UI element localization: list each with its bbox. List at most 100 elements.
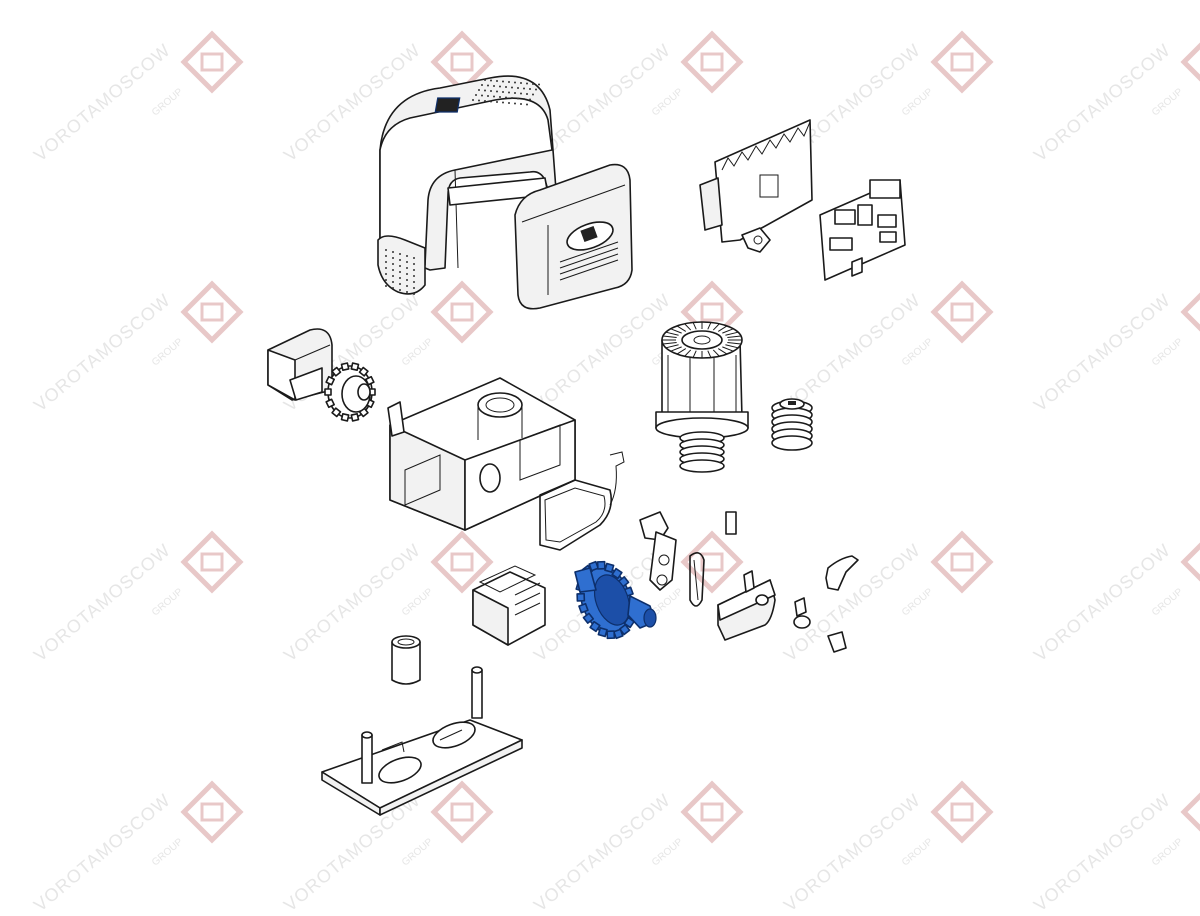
release-key[interactable] [793,555,859,653]
cover-vent-dot [484,89,486,92]
motor-worm-ring [679,459,725,473]
cover-vent-dot [523,98,525,100]
cover-vent-dot [406,291,408,293]
cover-vent-dot [493,95,495,98]
motor-fin [725,344,739,349]
encoder-lever[interactable] [639,511,737,591]
motor-fin [665,344,679,349]
cover-vent-dot [413,293,415,295]
cover-vent-dot [399,283,401,285]
cover-vent-dot [385,279,387,281]
pinion-tooth [340,412,350,422]
cover-vent-dot [505,96,507,99]
cover-vent-dot [538,83,540,86]
cover-vent-dot [385,261,387,263]
motor-fin [676,348,687,355]
worm-slot [788,401,796,405]
cover-vent-dot [478,99,480,102]
cover-vent-dot [399,265,401,267]
bushing[interactable] [391,635,421,685]
motor-fin [684,349,692,357]
pinion-tooth [324,388,332,396]
gear-cover[interactable] [267,328,333,401]
cover-vent-dot [502,101,504,104]
cover-vent-dot [406,267,408,269]
cover-vent-dot [385,273,387,275]
control-cover[interactable] [514,163,633,310]
worm-wheel[interactable] [571,558,657,642]
worm-wheel-tooth [604,562,615,573]
cover-vent-dot [392,275,394,277]
motor-fin [670,346,682,352]
cover-vent-dot [520,92,522,95]
cover-vent-dot [481,84,483,86]
cover-vent-dot [502,91,504,93]
cover-vent-dot [392,263,394,265]
board-bracket[interactable] [699,119,813,253]
cover-vent-dot [484,100,486,102]
cover-vent-dot [392,251,394,253]
cover-vent-dot [496,101,498,103]
motor-fin [712,323,720,331]
release-door[interactable] [717,570,776,641]
foundation-plate[interactable] [321,666,523,816]
cover-vent-dot [481,94,483,97]
motor-fin [725,331,739,336]
cover-vent-dot [399,271,401,273]
motor-fin [662,335,677,339]
cover-vent-dot [472,99,474,101]
cover-vent-dot [532,93,534,96]
gasket[interactable] [539,451,625,551]
cover-vent-dot [399,259,401,261]
motor-fin [662,341,677,345]
motor-fin [717,325,728,332]
worm-screw[interactable] [771,398,813,451]
cover-vent-dot [526,82,528,85]
cover[interactable] [377,75,557,295]
motor-fin [692,322,697,330]
drive-pinion[interactable] [324,362,376,422]
control-board[interactable] [819,179,906,281]
cover-vent-dot [493,85,495,87]
cover-vent-dot [529,98,531,101]
cover-vent-dot [399,253,401,255]
motor-fin [707,350,712,358]
cover-vent-dot [496,80,498,82]
cover-vent-dot [511,86,513,89]
cover-vent-dot [520,82,522,84]
worm-wheel-tooth [589,620,601,633]
pinion-tooth [325,398,335,409]
cover-vent-dot [520,103,522,105]
cover-vent-dot [413,287,415,289]
motor[interactable] [655,321,749,473]
cover-vent-dot [505,86,507,88]
motor-fin [727,341,742,345]
worm-wheel-tooth [606,630,616,640]
cover-vent-dot [529,88,531,90]
motor-fin [684,323,692,331]
cover-vent-dot [487,95,489,97]
transformer[interactable] [472,565,546,646]
motor-fin [722,328,734,334]
motor-fin [692,350,697,358]
spring[interactable] [689,552,705,607]
pinion-tooth [331,366,342,377]
cover-vent-dot [535,88,537,91]
cover-vent-dot [526,93,528,95]
gearbox-housing[interactable] [387,377,576,531]
pinion-tooth [325,375,335,386]
pinion-tooth [350,362,360,372]
cover-vent-dot [532,83,534,85]
cover-vent-dot [490,100,492,103]
cover-vent-dot [392,257,394,259]
cover-vent-dot [526,103,528,106]
cover-vent-dot [413,281,415,283]
cover-vent-dot [406,273,408,275]
motor-fin [665,331,679,336]
cover-vent-dot [499,85,501,88]
cover-vent-dot [523,87,525,90]
cover-vent-dot [413,263,415,265]
cover-vent-dot [385,255,387,257]
cover-vent-dot [478,89,480,91]
